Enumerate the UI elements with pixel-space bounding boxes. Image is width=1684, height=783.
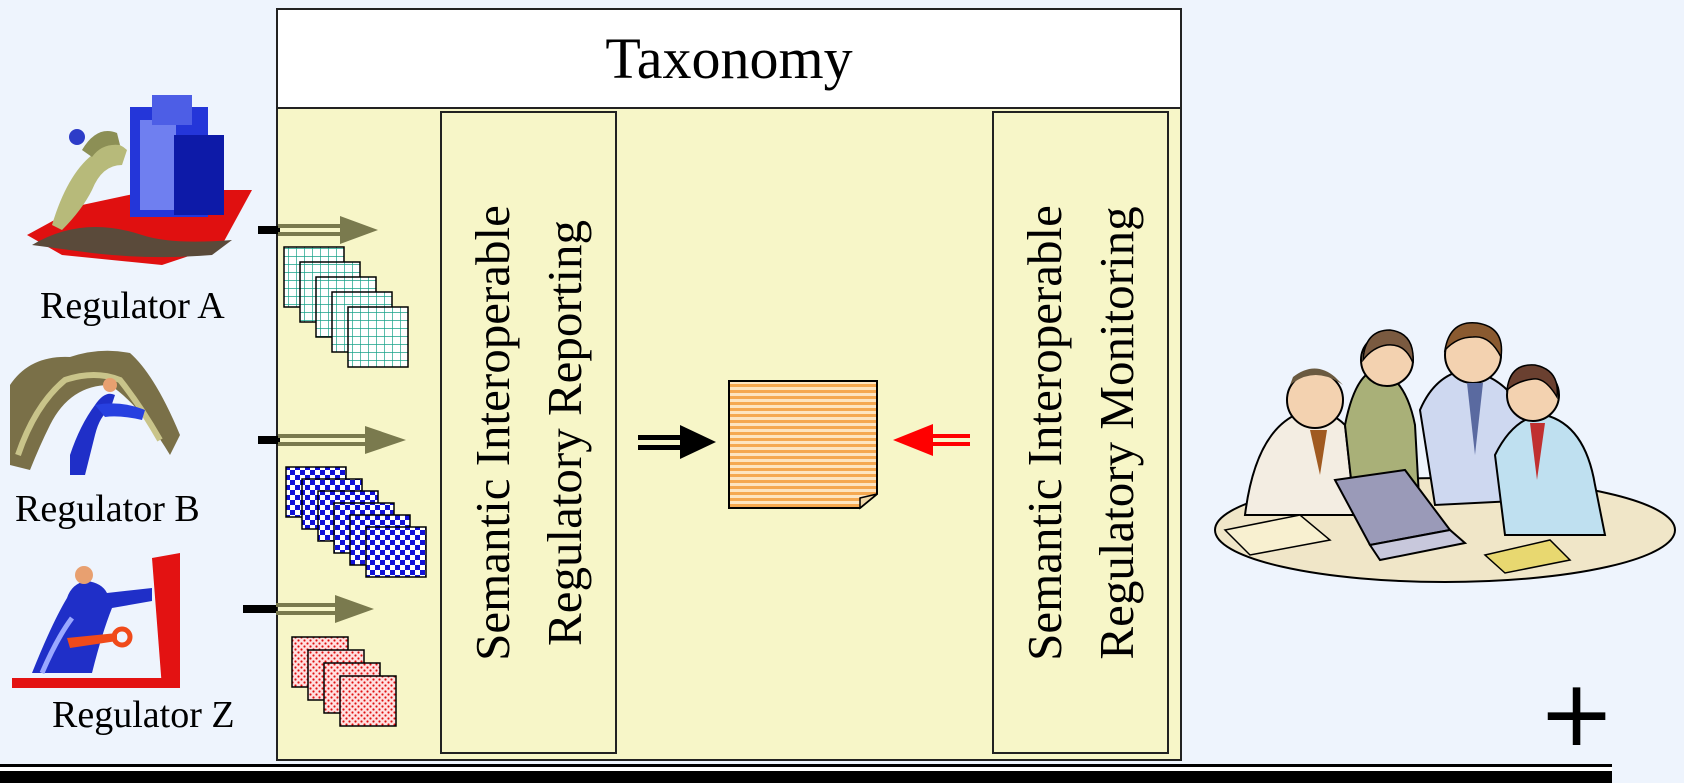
monitoring-box: Semantic Interoperable Regulatory Monito…: [992, 111, 1169, 754]
spreadsheet-stack-icon: [285, 466, 427, 578]
regulator-label: Regulator B: [15, 488, 200, 530]
reporting-to-document-arrow: [638, 425, 716, 459]
input-arrow: [258, 216, 378, 244]
regulator-label: Regulator Z: [52, 694, 235, 736]
key-runner-icon: [12, 553, 180, 688]
reporting-box: Semantic Interoperable Regulatory Report…: [440, 111, 617, 754]
team-meeting-icon: [1214, 322, 1676, 583]
building-climber-icon: [27, 95, 252, 265]
monitoring-to-document-arrow: [893, 424, 970, 456]
input-arrow: [258, 426, 406, 454]
taxonomy-title: Taxonomy: [278, 10, 1180, 109]
spreadsheet-stack-icon: [291, 636, 397, 727]
spreadsheet-stack-icon: [283, 246, 409, 368]
regulator-label: Regulator A: [40, 285, 225, 327]
document-icon: [728, 380, 878, 510]
bottom-rule-thin: [0, 764, 1612, 767]
cliff-climber-icon: [10, 350, 180, 475]
plus-sign: +: [1538, 660, 1616, 767]
input-arrow: [243, 595, 374, 623]
bottom-rule: [0, 767, 1612, 783]
